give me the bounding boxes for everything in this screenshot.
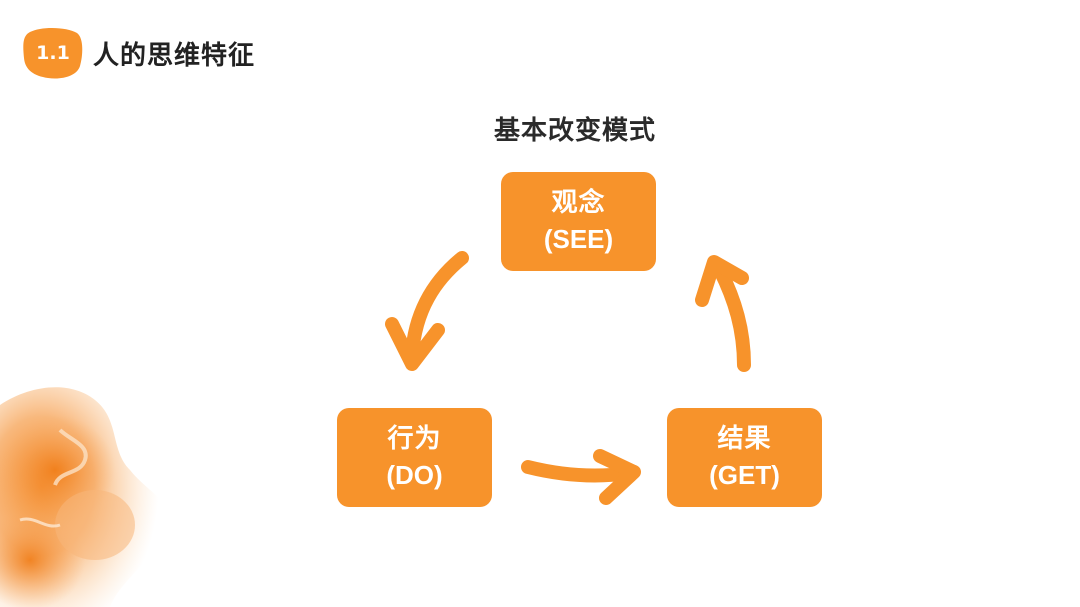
section-number: 1.1 <box>36 42 70 64</box>
arrow-see-to-do <box>385 251 469 371</box>
node-see: 观念 (SEE) <box>501 172 656 271</box>
node-do-label: 行为 <box>387 423 442 454</box>
node-get-label: 结果 <box>717 423 772 454</box>
node-do: 行为 (DO) <box>337 408 492 507</box>
node-see-sublabel: (SEE) <box>543 223 614 254</box>
node-see-label: 观念 <box>551 187 606 218</box>
arrow-do-to-get <box>521 449 641 505</box>
node-get: 结果 (GET) <box>667 408 822 507</box>
node-get-sublabel: (GET) <box>709 459 780 490</box>
diagram-title: 基本改变模式 <box>493 116 656 146</box>
section-badge: 1.1 <box>22 26 84 80</box>
arrow-get-to-see <box>695 255 751 372</box>
node-do-sublabel: (DO) <box>386 459 443 490</box>
page-title: 人的思维特征 <box>93 41 256 71</box>
badge-blob-icon <box>23 27 83 79</box>
